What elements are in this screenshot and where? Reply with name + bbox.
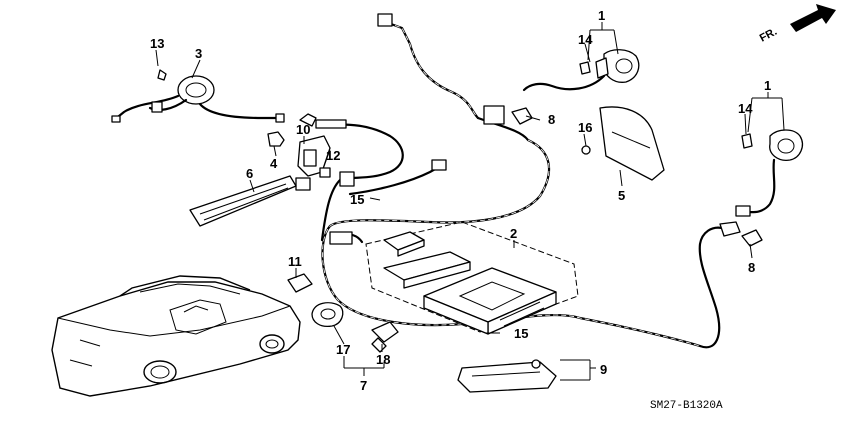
- clip-parts-11-17-18: [287, 273, 399, 353]
- callout-7: 7: [360, 378, 367, 393]
- sensor-part-1-lower: [719, 129, 804, 247]
- callout-3: 3: [195, 46, 202, 61]
- main-harness: [315, 13, 724, 349]
- cable-reel-part-3: [111, 69, 285, 123]
- callout-17: 17: [336, 342, 350, 357]
- callout-4: 4: [270, 156, 278, 171]
- car-illustration: [51, 275, 301, 397]
- front-direction-arrow-icon: [790, 4, 836, 32]
- callout-2: 2: [510, 226, 517, 241]
- callout-13: 13: [150, 36, 164, 51]
- bracket-part-6: [189, 175, 297, 227]
- callout-11: 11: [288, 254, 302, 269]
- callout-16: 16: [578, 120, 592, 135]
- srs-unit-part-2: [365, 221, 579, 335]
- callout-15-lower: 15: [514, 326, 528, 341]
- callout-14-lower: 14: [738, 101, 753, 116]
- front-marker-label: FR.: [758, 26, 779, 45]
- callout-12: 12: [326, 148, 340, 163]
- callout-8-lower: 8: [748, 260, 755, 275]
- leader-lines: [155, 22, 785, 381]
- callout-10: 10: [296, 122, 310, 137]
- callout-5: 5: [618, 188, 625, 203]
- callout-6: 6: [246, 166, 253, 181]
- front-marker: FR.: [758, 4, 836, 45]
- callout-18: 18: [376, 352, 390, 367]
- callout-1-upper: 1: [598, 8, 605, 23]
- callout-1-lower: 1: [764, 78, 771, 93]
- callout-15-upper: 15: [350, 192, 364, 207]
- drawing-code: SM27-B1320A: [650, 400, 723, 412]
- sensor-part-1-upper: [522, 49, 640, 92]
- callouts: 1 1 2 3 4 5 6 7 8 8 9 10 11 12 13 14 14 …: [150, 8, 771, 393]
- bracket-part-5: [581, 106, 665, 181]
- bracket-parts-4-10-12: [267, 113, 331, 191]
- callout-8-upper: 8: [548, 112, 555, 127]
- callout-14-upper: 14: [578, 32, 593, 47]
- bracket-part-9: [457, 359, 557, 393]
- callout-9: 9: [600, 362, 607, 377]
